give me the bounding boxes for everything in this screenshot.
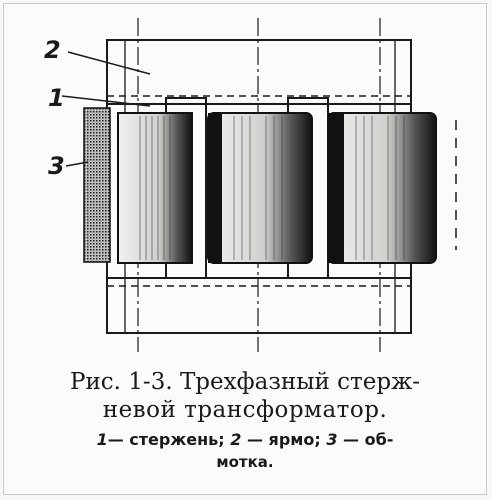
callout-yoke-number: 2 (44, 36, 61, 64)
winding-section-hatched (83, 107, 111, 263)
leader-yoke (67, 51, 151, 75)
transformer-diagram (61, 18, 457, 352)
callout-winding-number: 3 (48, 152, 65, 180)
legend-text-winding: — об- (343, 430, 394, 449)
winding-coil-middle (207, 112, 313, 264)
leader-core (61, 95, 151, 107)
winding-coil-left (117, 112, 193, 264)
legend-number-winding: 3 (326, 430, 338, 449)
leader-lines (61, 51, 151, 167)
legend-number-yoke: 2 (230, 430, 242, 449)
leader-winding (65, 161, 89, 167)
legend-text-core: — стержень; (107, 430, 225, 449)
caption-legend-line-2: мотка. (216, 453, 274, 471)
yoke-dashed-lines (107, 95, 411, 287)
callout-core-number: 1 (48, 84, 65, 112)
winding-coil-right (327, 112, 437, 264)
legend-number-core: 1 (96, 430, 108, 449)
caption-title-line-2: невой трансформатор. (102, 397, 388, 423)
caption-title-line-1: Рис. 1-3. Трехфазный стерж- (69, 369, 421, 395)
legend-text-yoke: — ярмо; (246, 430, 321, 449)
caption-legend-line-1: 1— стержень; 2 — ярмо; 3 — об- (10, 430, 480, 450)
